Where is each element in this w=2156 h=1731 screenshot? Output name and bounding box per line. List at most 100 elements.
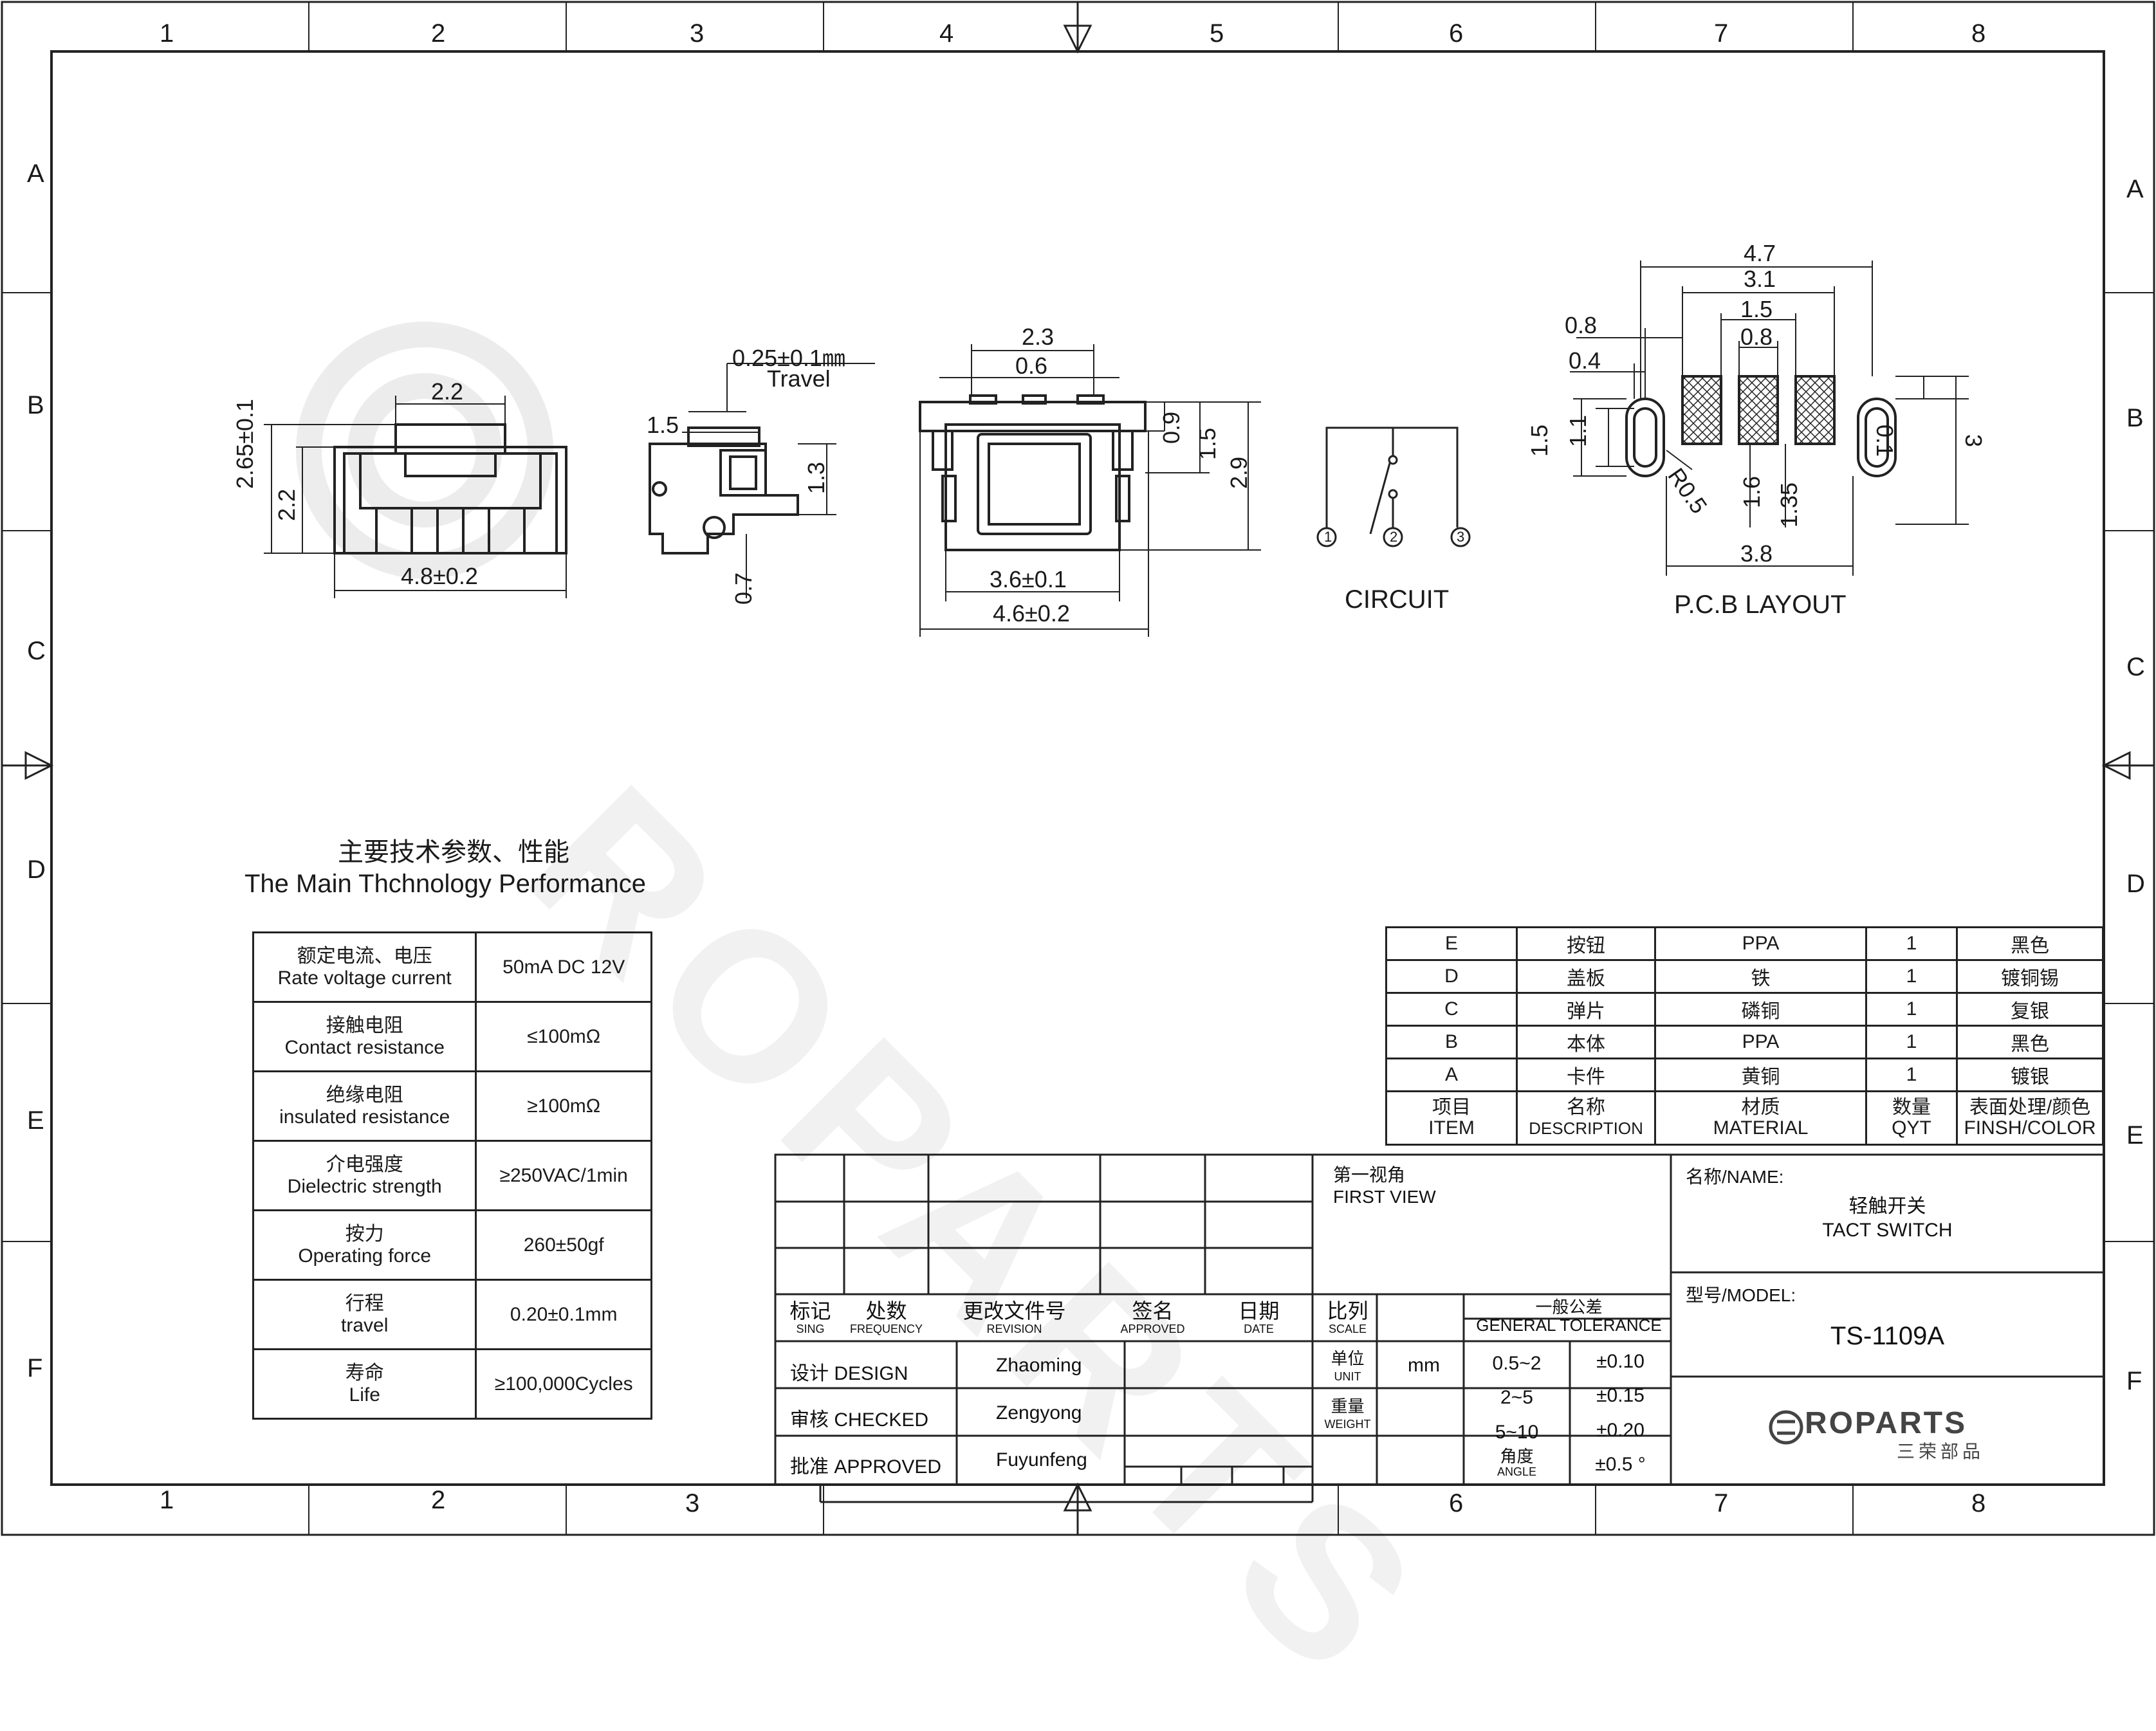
bom-header-en: ITEM: [1428, 1117, 1475, 1139]
logo-mark: [1769, 1410, 1803, 1445]
bom-finish: 镀铜锡: [1956, 959, 2104, 994]
bom-header-cn: 材质: [1741, 1097, 1780, 1118]
perf-value: ≥250VAC/1min: [475, 1140, 652, 1211]
bom-finish: 黑色: [1956, 1025, 2104, 1059]
perf-value: ≤100mΩ: [475, 1001, 652, 1072]
front-dim-left-inner: 2.2: [273, 488, 300, 521]
grid-row-c-left: C: [27, 637, 46, 665]
top-view: [919, 394, 1147, 551]
grid-row-f-right: F: [2126, 1367, 2142, 1395]
grid-row-f-left: F: [27, 1354, 43, 1382]
pcb-dim-0-8-left: 0.8: [1565, 312, 1598, 338]
grid-row-a-left: A: [27, 160, 44, 188]
bom-desc: 弹片: [1516, 992, 1656, 1027]
tolerance-range: 2~5: [1500, 1387, 1533, 1408]
name-en: TACT SWITCH: [1822, 1220, 1953, 1241]
pcb-layout: [1625, 375, 1897, 477]
perf-label-en: Operating force: [298, 1245, 432, 1267]
bom-item: C: [1385, 992, 1518, 1027]
bom-material: PPA: [1654, 1025, 1867, 1059]
tolerance-value: ±0.20: [1596, 1420, 1645, 1441]
top-dim-1: 2.3: [1022, 324, 1055, 350]
bom-desc: 盖板: [1516, 959, 1656, 994]
perf-value: 50mA DC 12V: [475, 931, 652, 1003]
top-dim-r1: 0.9: [1158, 411, 1184, 444]
perf-value: ≥100mΩ: [475, 1070, 652, 1142]
top-dim-r2: 1.5: [1194, 427, 1221, 460]
perf-label-en: travel: [341, 1314, 389, 1336]
perf-label-cn: 按力: [345, 1223, 384, 1245]
top-dim-b2: 4.6±0.2: [993, 600, 1070, 627]
grid-col-2-bottom: 2: [431, 1486, 446, 1514]
side-view: [649, 426, 799, 554]
bom-header-en: DESCRIPTION: [1529, 1119, 1643, 1138]
pcb-dim-3: 3: [1960, 434, 1987, 448]
bom-qty: 1: [1865, 926, 1958, 961]
name-cn: 轻触开关: [1848, 1196, 1926, 1217]
design-label: 设计 DESIGN: [790, 1363, 908, 1384]
grid-col-6-top: 6: [1449, 19, 1464, 48]
front-dim-left-outer: 2.65±0.1: [232, 399, 258, 489]
perf-label-cn: 寿命: [345, 1362, 384, 1384]
perf-label-en: insulated resistance: [279, 1106, 450, 1128]
top-view-dims: [919, 344, 1261, 637]
circuit-pin-3: 3: [1457, 529, 1465, 545]
front-dim-top: 2.2: [431, 378, 464, 405]
bom-material: 黄铜: [1654, 1058, 1867, 1092]
perf-value: 260±50gf: [475, 1209, 652, 1281]
side-travel-value: 0.25±0.1㎜: [732, 345, 845, 371]
pcb-dim-0-8-top: 0.8: [1740, 324, 1773, 350]
pcb-dims: [1570, 261, 1969, 576]
pcb-dim-1-5-left: 1.5: [1526, 424, 1553, 457]
model-value: TS-1109A: [1830, 1322, 1945, 1350]
side-dim-bottom: 0.7: [730, 572, 757, 605]
unit-value: mm: [1408, 1355, 1440, 1376]
perf-label-cn: 额定电流、电压: [297, 945, 432, 967]
pcb-dim-0-4: 0.4: [1569, 347, 1601, 374]
bom-header-cn: 项目: [1432, 1097, 1471, 1118]
bom-desc: 按钮: [1516, 926, 1656, 961]
bom-material: 磷铜: [1654, 992, 1867, 1027]
bom-finish: 复银: [1956, 992, 2104, 1027]
pcb-dim-1-5-top: 1.5: [1740, 296, 1773, 322]
title-block-grid: [774, 1153, 2105, 1503]
design-name: Zhaoming: [996, 1355, 1082, 1376]
grid-col-7-bottom: 7: [1714, 1489, 1729, 1517]
checked-name: Zengyong: [996, 1402, 1082, 1424]
circuit-symbol: [1316, 426, 1471, 547]
pcb-dim-3-1: 3.1: [1744, 266, 1776, 292]
grid-col-5-top: 5: [1210, 19, 1224, 48]
bom-desc: 本体: [1516, 1025, 1656, 1059]
side-travel-label: Travel: [767, 365, 831, 392]
bom-item: E: [1385, 926, 1518, 961]
angle-value: ±0.5 °: [1595, 1454, 1646, 1475]
bom-header-en: FINSH/COLOR: [1964, 1117, 2096, 1139]
pcb-dim-4-7: 4.7: [1744, 240, 1776, 266]
pcb-dim-0-1: 0.1: [1872, 425, 1898, 457]
approved-name: Fuyunfeng: [996, 1449, 1087, 1470]
logo-cn: 三荣部品: [1897, 1442, 1985, 1461]
bom-qty: 1: [1865, 992, 1958, 1027]
side-view-dims: [682, 363, 875, 598]
